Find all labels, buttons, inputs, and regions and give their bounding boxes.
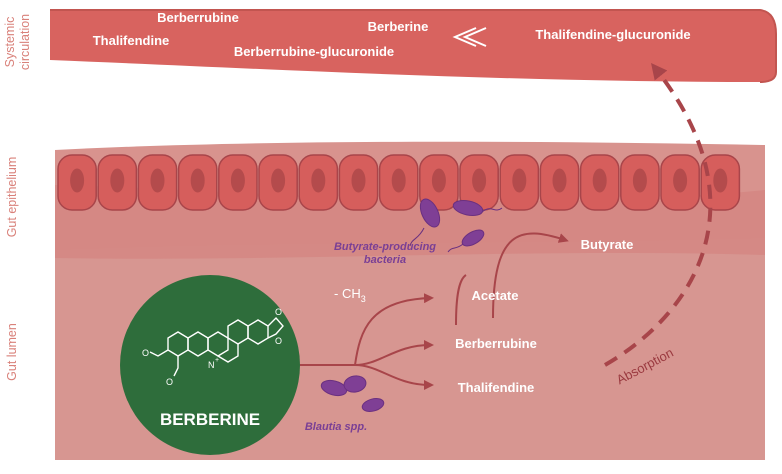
arrow-demethylation bbox=[354, 293, 434, 366]
side-label-systemic-line2: circulation bbox=[18, 14, 32, 70]
cell-nucleus bbox=[70, 168, 85, 193]
arrow-to-butyrate bbox=[492, 232, 569, 319]
circ-berberrubine: Berberrubine bbox=[157, 10, 239, 25]
demethylation-label: - CH3 bbox=[334, 286, 366, 304]
cell-nucleus bbox=[110, 168, 125, 193]
cell-nucleus bbox=[713, 168, 728, 193]
methoxy-o-2: O bbox=[166, 377, 173, 387]
side-label-epithelium: Gut epithelium bbox=[5, 157, 19, 238]
blood-vessel-rim bbox=[50, 9, 777, 83]
cell-nucleus bbox=[431, 168, 446, 193]
circ-berberrubine-glucuronide: Berberrubine-glucuronide bbox=[234, 44, 394, 59]
butyrate-label: Butyrate bbox=[581, 237, 634, 252]
epithelium-cells bbox=[57, 154, 741, 211]
side-label-lumen: Gut lumen bbox=[5, 323, 19, 381]
cell-nucleus bbox=[632, 168, 647, 193]
side-label-systemic-line1: Systemic bbox=[3, 17, 17, 68]
circ-thalifendine: Thalifendine bbox=[93, 33, 170, 48]
absorption-arrow bbox=[603, 62, 713, 367]
methoxy-o-1: O bbox=[142, 348, 149, 358]
cell-nucleus bbox=[230, 168, 245, 193]
berberine-structure-icon bbox=[149, 316, 284, 377]
butyrate-bacteria-label-line2: bacteria bbox=[364, 254, 406, 266]
cell-nucleus bbox=[673, 168, 688, 193]
butyrate-producing-bacteria-icon bbox=[409, 198, 503, 253]
berberrubine-label: Berberrubine bbox=[455, 336, 537, 351]
acetate-label: Acetate bbox=[472, 288, 519, 303]
positive-charge: + bbox=[215, 357, 219, 364]
cell-nucleus bbox=[512, 168, 527, 193]
arrow-berberrubine-to-acetate bbox=[455, 274, 467, 326]
cell-nucleus bbox=[391, 168, 406, 193]
double-chevron-icon bbox=[452, 27, 487, 47]
berberine-badge: O O N + O O BERBERINE bbox=[120, 275, 300, 455]
butyrate-bacteria-label-line1: Butyrate-producing bbox=[334, 241, 436, 253]
cell-nucleus bbox=[472, 168, 487, 193]
arrow-to-berberrubine bbox=[354, 340, 434, 366]
cell-nucleus bbox=[190, 168, 205, 193]
blautia-bacteria-icon bbox=[320, 375, 385, 412]
cell-nucleus bbox=[592, 168, 607, 193]
blautia-label: Blautia spp. bbox=[305, 421, 367, 433]
dioxole-o-2: O bbox=[275, 336, 282, 346]
thalifendine-label: Thalifendine bbox=[458, 380, 535, 395]
arrow-to-thalifendine bbox=[354, 364, 434, 390]
cell-nucleus bbox=[552, 168, 567, 193]
cell-nucleus bbox=[150, 168, 165, 193]
blood-vessel bbox=[50, 10, 776, 82]
circ-berberine: Berberine bbox=[368, 19, 429, 34]
cell-nucleus bbox=[271, 168, 286, 193]
cell-nucleus bbox=[351, 168, 366, 193]
nitrogen-atom: N bbox=[208, 360, 215, 370]
berberine-label: BERBERINE bbox=[160, 410, 260, 429]
dioxole-o-1: O bbox=[275, 307, 282, 317]
cell-nucleus bbox=[311, 168, 326, 193]
circ-thalifendine-glucuronide: Thalifendine-glucuronide bbox=[535, 27, 690, 42]
